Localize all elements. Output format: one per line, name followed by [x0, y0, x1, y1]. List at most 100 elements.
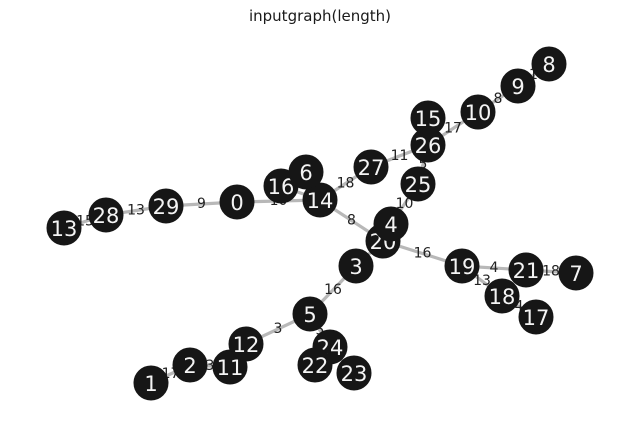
- node-label-3: 3: [349, 255, 362, 279]
- node-label-21: 21: [513, 259, 540, 283]
- node-26[interactable]: 26: [410, 127, 446, 163]
- node-5[interactable]: 5: [292, 296, 328, 332]
- node-21[interactable]: 21: [508, 252, 544, 288]
- node-29[interactable]: 29: [148, 188, 184, 224]
- node-12[interactable]: 12: [228, 326, 264, 362]
- node-label-25: 25: [405, 173, 432, 197]
- edge-label-28-29: 13: [127, 203, 145, 219]
- node-label-10: 10: [465, 101, 492, 125]
- edge-label-19-21: 4: [490, 260, 499, 276]
- node-11[interactable]: 11: [212, 349, 248, 385]
- node-circle-27: [353, 149, 389, 185]
- edge-label-25-26: 5: [419, 157, 428, 173]
- node-18[interactable]: 18: [484, 278, 520, 314]
- node-circle-29: [148, 188, 184, 224]
- node-23[interactable]: 23: [336, 355, 372, 391]
- node-10[interactable]: 10: [460, 94, 496, 130]
- edge-label-29-0: 9: [197, 196, 206, 212]
- node-6[interactable]: 6: [288, 154, 324, 190]
- node-22[interactable]: 22: [297, 347, 333, 383]
- node-9[interactable]: 9: [500, 68, 536, 104]
- edge-label-21-7: 18: [542, 264, 560, 280]
- node-label-26: 26: [415, 134, 442, 158]
- node-label-9: 9: [511, 75, 524, 99]
- node-label-27: 27: [358, 156, 385, 180]
- node-label-17: 17: [523, 306, 550, 330]
- node-circle-18: [484, 278, 520, 314]
- node-circle-5: [292, 296, 328, 332]
- edge-label-14-27: 18: [337, 176, 355, 192]
- node-circle-2: [172, 347, 208, 383]
- node-circle-25: [400, 166, 436, 202]
- node-19[interactable]: 19: [444, 248, 480, 284]
- edge-label-18-17: 4: [515, 299, 524, 315]
- node-label-16: 16: [268, 175, 295, 199]
- node-0[interactable]: 0: [219, 184, 255, 220]
- edge-label-11-2: 3: [206, 358, 215, 374]
- node-label-14: 14: [307, 189, 334, 213]
- node-27[interactable]: 27: [353, 149, 389, 185]
- node-label-23: 23: [341, 362, 368, 386]
- node-circle-6: [288, 154, 324, 190]
- node-circle-7: [558, 255, 594, 291]
- node-circle-12: [228, 326, 264, 362]
- edge-label-20-19: 16: [414, 246, 432, 262]
- node-circle-13: [46, 210, 82, 246]
- node-4[interactable]: 4: [373, 206, 409, 242]
- node-circle-1: [133, 365, 169, 401]
- node-circle-19: [444, 248, 480, 284]
- node-13[interactable]: 13: [46, 210, 82, 246]
- node-circle-3: [338, 248, 374, 284]
- node-8[interactable]: 8: [531, 46, 567, 82]
- node-circle-23: [336, 355, 372, 391]
- node-label-2: 2: [183, 354, 196, 378]
- edge-label-9-8: 1: [529, 67, 538, 83]
- node-circle-0: [219, 184, 255, 220]
- node-label-6: 6: [299, 161, 312, 185]
- node-circle-14: [302, 182, 338, 218]
- node-circle-9: [500, 68, 536, 104]
- node-label-28: 28: [93, 204, 120, 228]
- node-label-22: 22: [302, 354, 329, 378]
- node-circle-15: [410, 100, 446, 136]
- node-28[interactable]: 28: [88, 197, 124, 233]
- edge-label-26-27: 11: [391, 148, 409, 164]
- node-label-29: 29: [153, 195, 180, 219]
- node-label-4: 4: [384, 213, 397, 237]
- edge-label-19-18: 13: [473, 273, 491, 289]
- edge-labels-layer: 15139101188105111781164181341635317: [76, 67, 560, 382]
- node-2[interactable]: 2: [172, 347, 208, 383]
- node-label-1: 1: [144, 372, 157, 396]
- node-7[interactable]: 7: [558, 255, 594, 291]
- node-3[interactable]: 3: [338, 248, 374, 284]
- node-circle-22: [297, 347, 333, 383]
- node-label-12: 12: [233, 333, 260, 357]
- node-14[interactable]: 14: [302, 182, 338, 218]
- edge-label-5-24: 5: [316, 323, 325, 339]
- edge-label-14-20: 8: [347, 213, 356, 229]
- node-15[interactable]: 15: [410, 100, 446, 136]
- node-label-8: 8: [542, 53, 555, 77]
- node-label-0: 0: [230, 191, 243, 215]
- node-25[interactable]: 25: [400, 166, 436, 202]
- edge-label-5-12: 3: [274, 321, 283, 337]
- node-circle-4: [373, 206, 409, 242]
- node-circle-28: [88, 197, 124, 233]
- node-label-15: 15: [415, 107, 442, 131]
- node-circle-8: [531, 46, 567, 82]
- node-label-19: 19: [449, 255, 476, 279]
- node-label-5: 5: [303, 303, 316, 327]
- graph-title: inputgraph(length): [248, 7, 391, 25]
- node-circle-10: [460, 94, 496, 130]
- edge-label-4-25: 10: [396, 196, 414, 212]
- node-label-13: 13: [51, 217, 78, 241]
- node-17[interactable]: 17: [518, 299, 554, 335]
- edge-label-3-5: 16: [324, 282, 342, 298]
- node-label-18: 18: [489, 285, 516, 309]
- edge-label-10-9: 8: [494, 91, 503, 107]
- node-circle-21: [508, 252, 544, 288]
- edge-label-26-10: 17: [444, 121, 462, 137]
- node-label-7: 7: [569, 262, 582, 286]
- node-1[interactable]: 1: [133, 365, 169, 401]
